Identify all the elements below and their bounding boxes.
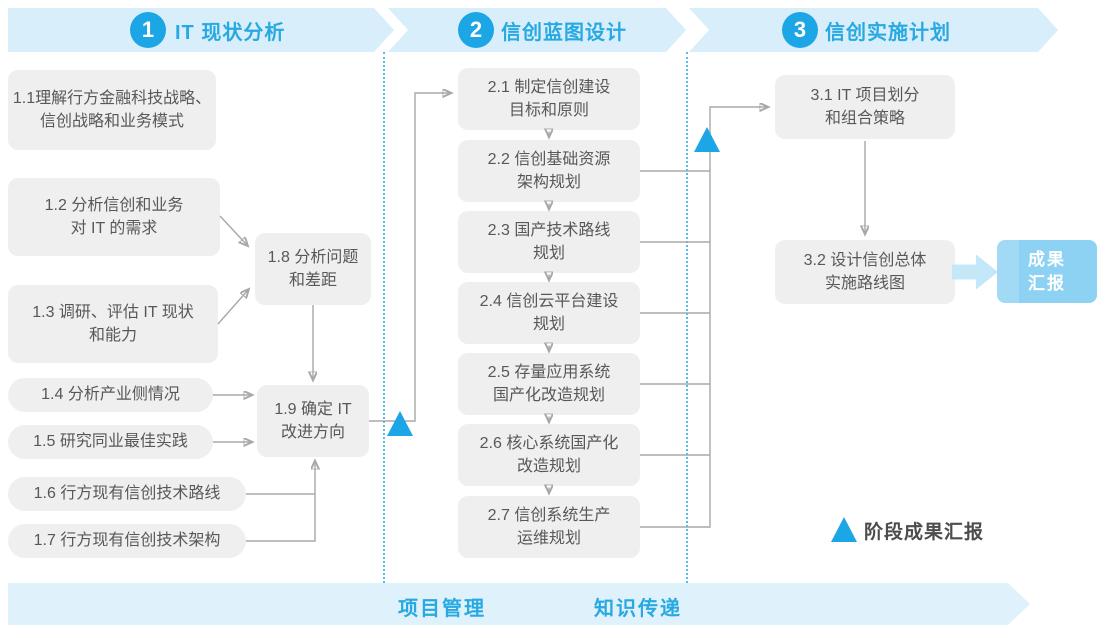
phase2-title: 信创蓝图设计 (501, 21, 627, 44)
connector-1-9-to-2-1 (369, 93, 450, 422)
result-report-box: 成果 汇报 (997, 240, 1097, 303)
phase1-banner (8, 8, 394, 52)
phase3-number-badge: 3 (782, 12, 818, 48)
step-3-2-box: 3.2 设计信创总体 实施路线图 (775, 240, 955, 304)
connector-1-2-to-1-8 (219, 215, 247, 245)
bottom-label-project-management: 项目管理 (398, 598, 486, 620)
phase3-banner (689, 8, 1058, 52)
step-2-1-box: 2.1 制定信创建设 目标和原则 (458, 68, 640, 130)
step-1-6-box: 1.6 行方现有信创技术路线 (8, 477, 246, 511)
step-2-6-box: 2.6 核心系统国产化 改造规划 (458, 424, 640, 486)
phase2-number-badge: 2 (458, 12, 494, 48)
phase2-banner (388, 8, 686, 52)
step-2-5-box: 2.5 存量应用系统 国产化改造规划 (458, 353, 640, 415)
phase3-title: 信创实施计划 (825, 21, 951, 44)
step-1-8-box: 1.8 分析问题 和差距 (255, 233, 371, 305)
result-arrow-icon (952, 254, 998, 290)
step-3-1-box: 3.1 IT 项目划分 和组合策略 (775, 75, 955, 139)
step-1-2-box: 1.2 分析信创和业务 对 IT 的需求 (8, 178, 220, 256)
phase-separator-1 (383, 52, 385, 583)
phase1-title: IT 现状分析 (175, 21, 286, 44)
step-1-5-box: 1.5 研究同业最佳实践 (8, 425, 213, 459)
connector-collector-to-3-1 (640, 107, 767, 528)
connector-1-7-to-1-9 (246, 462, 315, 542)
step-1-9-box: 1.9 确定 IT 改进方向 (257, 385, 369, 457)
step-1-1-box: 1.1理解行方金融科技战略、 信创战略和业务模式 (8, 70, 216, 150)
milestone-triangle-phase1-icon (387, 411, 413, 436)
phase-separator-2 (686, 52, 688, 583)
step-2-2-box: 2.2 信创基础资源 架构规划 (458, 140, 640, 202)
connector-1-3-to-1-8 (217, 290, 248, 325)
milestone-triangle-phase2-icon (694, 127, 720, 152)
legend-triangle-icon (831, 517, 857, 542)
phase1-number-badge: 1 (130, 12, 166, 48)
step-2-3-box: 2.3 国产技术路线 规划 (458, 211, 640, 273)
step-2-4-box: 2.4 信创云平台建设 规划 (458, 282, 640, 344)
bottom-label-knowledge-transfer: 知识传递 (594, 598, 682, 620)
legend-label: 阶段成果汇报 (864, 522, 985, 543)
step-2-7-box: 2.7 信创系统生产 运维规划 (458, 496, 640, 558)
step-1-4-box: 1.4 分析产业侧情况 (8, 378, 213, 412)
step-1-7-box: 1.7 行方现有信创技术架构 (8, 524, 246, 558)
bottom-banner (8, 583, 1030, 625)
step-1-3-box: 1.3 调研、评估 IT 现状 和能力 (8, 285, 218, 363)
